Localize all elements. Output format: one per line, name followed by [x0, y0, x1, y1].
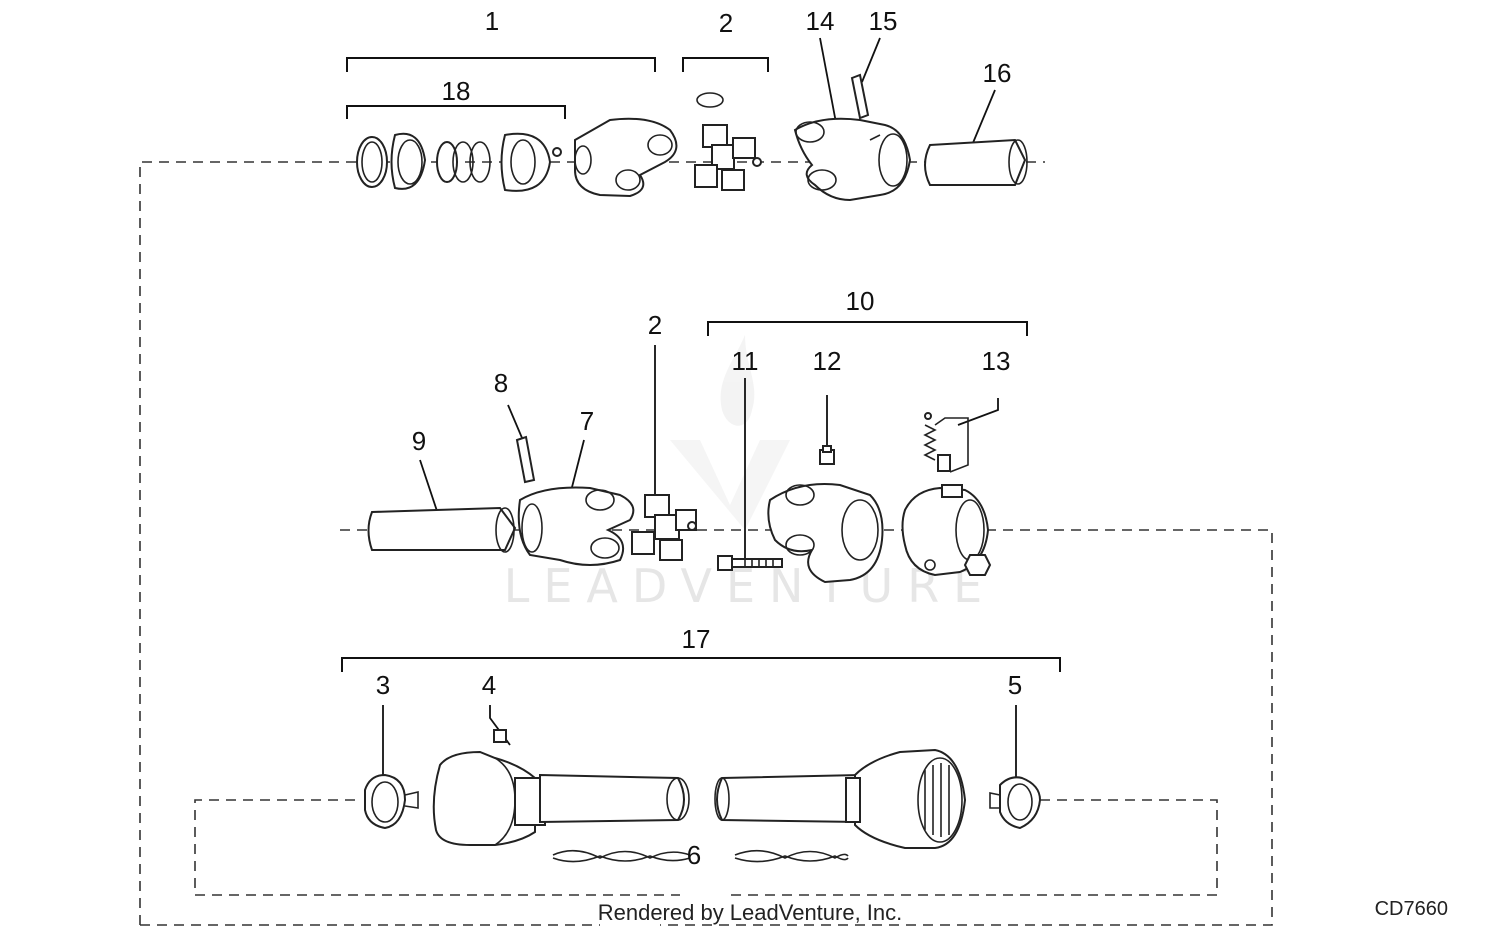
- bracket-17: [341, 657, 1061, 672]
- grease-fitting-12: [819, 445, 835, 465]
- profile-tube-16: [924, 138, 1028, 186]
- cross-journal-middle: [631, 494, 697, 561]
- yoke-clamp-12: [767, 483, 884, 584]
- shaft-axis-bottom-left: [194, 799, 680, 896]
- callout-14: 14: [806, 6, 835, 36]
- flange-yoke-13: [901, 484, 992, 577]
- callout-6: 6: [687, 840, 701, 870]
- grease-fitting-4: [493, 729, 507, 743]
- leader-13: [957, 398, 999, 426]
- callout-16: 16: [983, 58, 1012, 88]
- callout-10: 10: [846, 286, 875, 316]
- leader-16: [969, 89, 996, 151]
- spring-pin-15: [850, 73, 870, 120]
- guard-cone-left: [432, 750, 546, 846]
- bracket-10: [707, 321, 1028, 336]
- guard-cone-right: [845, 748, 967, 849]
- callout-17: 17: [682, 624, 711, 654]
- callout-1: 1: [485, 6, 499, 36]
- callout-2-top: 2: [719, 8, 733, 38]
- callout-18: 18: [442, 76, 471, 106]
- shaft-axis-top: [139, 161, 1045, 925]
- bracket-18: [346, 105, 566, 119]
- spring-pin-8: [515, 435, 536, 484]
- callout-2-middle: 2: [648, 310, 662, 340]
- yoke-7: [517, 486, 635, 566]
- callout-7: 7: [580, 406, 594, 436]
- callout-4: 4: [482, 670, 496, 700]
- callout-15: 15: [869, 6, 898, 36]
- shaft-axis-bottom-right: [725, 799, 1218, 896]
- leader-14: [819, 37, 838, 129]
- bearing-ring-5: [989, 776, 1042, 830]
- callout-13: 13: [982, 346, 1011, 376]
- yoke-outer-top: [793, 117, 912, 202]
- cross-journal-top: [694, 92, 762, 191]
- guard-tube-inner: [539, 773, 690, 824]
- shear-pin-assembly-13: [923, 412, 969, 473]
- seal-ring-group-18: [356, 132, 562, 192]
- leader-15: [861, 37, 881, 83]
- profile-tube-9: [367, 506, 517, 553]
- yoke-inner-top: [574, 117, 678, 198]
- safety-chain-6: [552, 849, 849, 863]
- bolt-11: [717, 555, 783, 571]
- callout-5: 5: [1008, 670, 1022, 700]
- callout-3: 3: [376, 670, 390, 700]
- callout-9: 9: [412, 426, 426, 456]
- callout-11: 11: [732, 346, 759, 376]
- footer-credit: Rendered by LeadVenture, Inc.: [598, 900, 903, 925]
- guard-tube-outer: [714, 773, 861, 824]
- bearing-ring-3: [364, 773, 419, 830]
- callout-12: 12: [813, 346, 842, 376]
- callout-8: 8: [494, 368, 508, 398]
- bracket-2-top: [682, 57, 769, 72]
- bracket-1: [346, 57, 656, 72]
- figure-code: CD7660: [1375, 898, 1448, 920]
- leader-7: [569, 439, 585, 496]
